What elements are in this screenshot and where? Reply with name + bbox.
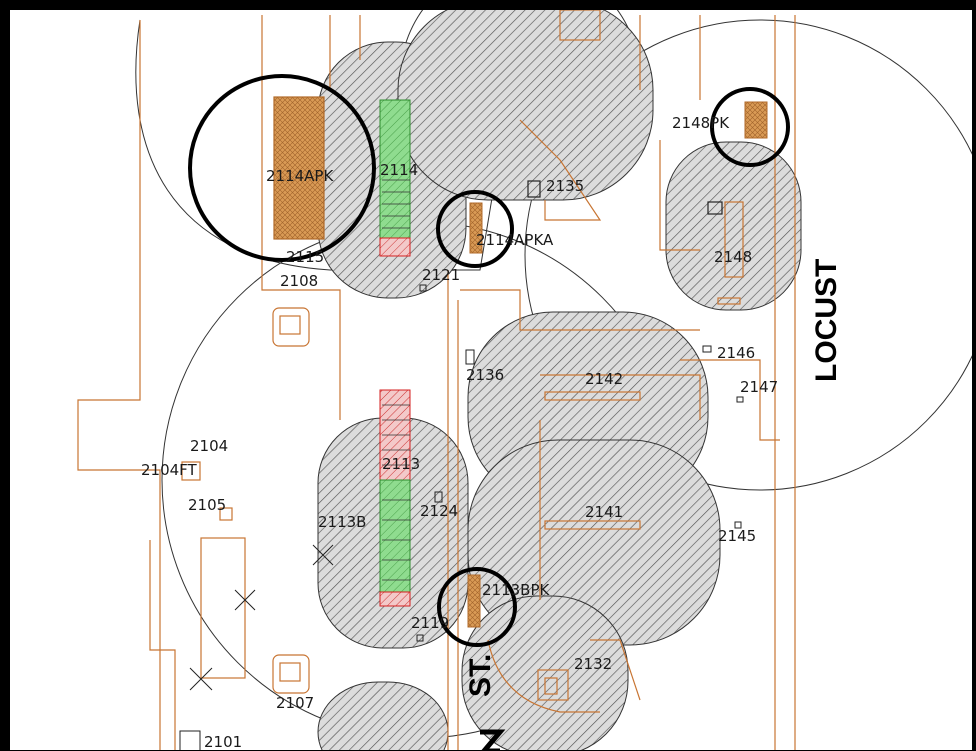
label-2101: 2101 [204,733,242,751]
street-label-locust: LOCUST [810,259,843,382]
label-2105: 2105 [188,496,226,514]
label-2113bpk: 2113BPK [482,581,551,599]
street-label-st: ST. [464,654,497,697]
lot-2114apka [469,202,483,254]
highlight-2148pk [710,87,790,167]
lot-2113bpk [467,574,481,628]
hatched-zones [317,0,802,751]
label-2121: 2121 [422,266,460,284]
green-zone-2113 [379,479,411,593]
label-2104: 2104 [190,437,228,455]
highlight-2114apk [188,74,376,262]
zone-2135 [397,0,654,201]
label-2115: 2115 [286,248,324,266]
green-zone-2114 [379,99,411,239]
label-2148: 2148 [714,248,752,266]
label-2113b: 2113B [318,513,366,531]
lot-2148pk [744,101,768,139]
red-zone-2113-end [379,591,411,607]
label-2145: 2145 [718,527,756,545]
building-labels: 2114APK 2114 2115 2108 2121 2114APKA 213… [141,114,778,751]
zone-2148 [665,141,802,311]
label-2119: 2119 [411,614,449,632]
label-2113: 2113 [382,455,420,473]
building-outlines [77,9,796,751]
label-2147: 2147 [740,378,778,396]
label-2104ft: 2104FT [141,461,198,479]
strip-dividers [382,179,410,581]
label-2114: 2114 [380,161,418,179]
label-2135: 2135 [546,177,584,195]
label-2141: 2141 [585,503,623,521]
highlight-2114apka [436,190,514,268]
parking-strips [273,96,768,628]
label-2124: 2124 [420,502,458,520]
label-2107: 2107 [276,694,314,712]
lot-2114apk [273,96,325,240]
label-2136: 2136 [466,366,504,384]
label-2148pk: 2148PK [672,114,730,132]
label-2142: 2142 [585,370,623,388]
label-2114apka: 2114APKA [476,231,554,249]
small-fixtures [179,284,744,751]
label-2108: 2108 [280,272,318,290]
label-2132: 2132 [574,655,612,673]
red-zone-2114 [379,237,411,257]
label-2114apk: 2114APK [266,167,334,185]
street-fragment [480,729,506,751]
highlight-2113bpk [437,567,517,647]
zone-2107 [317,681,449,751]
highlight-circles [188,74,790,647]
label-2146: 2146 [717,344,755,362]
